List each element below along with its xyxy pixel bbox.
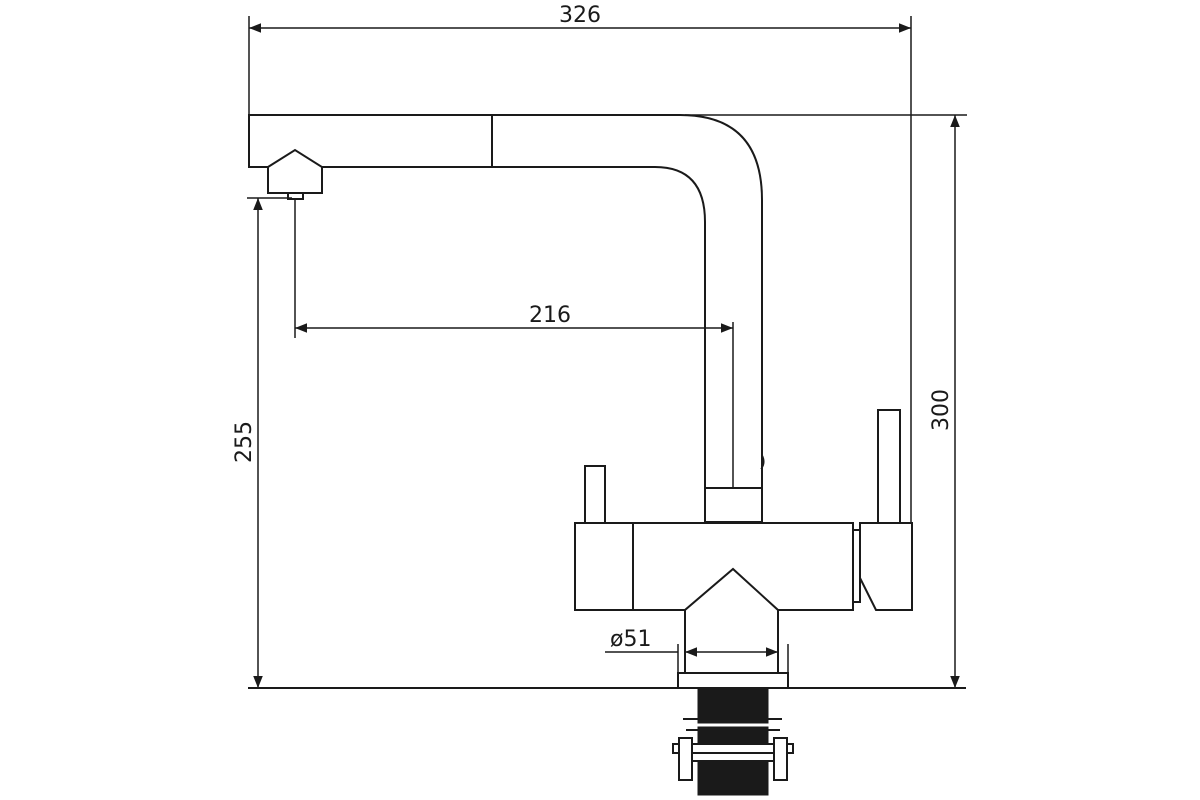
left-handle [584, 465, 606, 524]
dimension-overall-width: 326 [248, 3, 912, 522]
mounting-bolt-left [678, 737, 693, 781]
dimension-overall-height: 300 [685, 114, 967, 688]
faucet-spout [248, 114, 765, 522]
mounting-bolt-right [773, 737, 788, 781]
right-handle [877, 409, 901, 524]
dimension-label-326: 326 [559, 3, 601, 28]
faucet-base: ø51 [605, 567, 789, 689]
dimension-outlet-height: 255 [232, 197, 292, 688]
dimension-label-diameter: ø51 [610, 627, 651, 652]
aerator-nozzle [287, 192, 304, 200]
base-flange [677, 672, 789, 689]
right-handle-housing [859, 522, 913, 611]
aerator-head [267, 148, 323, 194]
dimension-spout-reach: 216 [294, 200, 734, 488]
dimension-label-300: 300 [929, 389, 954, 431]
dimension-label-255: 255 [232, 421, 257, 463]
dimension-label-216: 216 [529, 303, 571, 328]
mounting-thread [672, 688, 794, 796]
